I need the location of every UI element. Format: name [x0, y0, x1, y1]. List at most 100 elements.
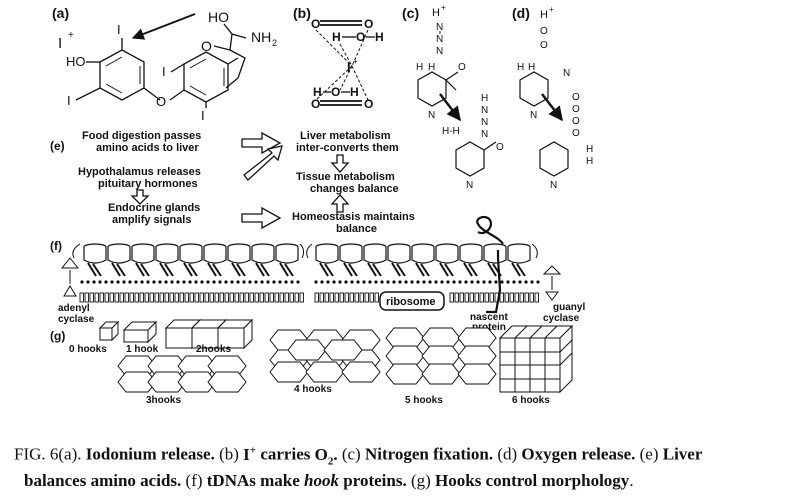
svg-text:N: N — [436, 22, 443, 33]
nucleotide-dot — [452, 280, 456, 284]
nucleotide-dot — [260, 280, 264, 284]
adenyl-label-1: adenyl — [58, 303, 90, 314]
nucleotide-dot — [320, 280, 324, 284]
caption-a: Iodonium release. — [85, 444, 215, 464]
molecule-b: O O H O H I + H O H O O — [311, 17, 384, 111]
base-tick — [144, 292, 149, 303]
guanyl-label-2: cyclase — [543, 313, 580, 324]
svg-text:N: N — [481, 117, 488, 128]
base-tick — [134, 292, 139, 303]
nucleotide-dot — [278, 280, 282, 284]
flow-food-1: Food digestion passes — [82, 130, 201, 142]
caption-f-pre: (f) — [185, 471, 203, 491]
o-top: O — [201, 38, 212, 54]
nucleotide-dot — [314, 280, 318, 284]
nucleotide-dot — [146, 280, 150, 284]
svg-text:+: + — [549, 5, 554, 14]
nucleotide-dot — [164, 280, 168, 284]
panel-label-c: (c) — [402, 5, 419, 21]
nucleotide-dot — [410, 280, 414, 284]
nucleotide-dot — [344, 280, 348, 284]
base-tick — [149, 292, 154, 303]
base-tick — [214, 292, 219, 303]
flow-hypo-1: Hypothalamus releases — [78, 166, 201, 178]
panel-label-d: (d) — [512, 5, 530, 21]
flow-liver-2: inter-converts them — [296, 142, 399, 154]
nucleotide-dot — [110, 280, 114, 284]
base-tick — [179, 292, 184, 303]
caption-g: Hooks control morphology — [435, 471, 630, 491]
base-tick — [319, 292, 324, 303]
base-tick — [354, 292, 359, 303]
nucleotide-dot — [152, 280, 156, 284]
nucleotide-dot — [434, 280, 438, 284]
nascent-label-2: protein — [472, 322, 506, 333]
caption-b-o2: O — [314, 444, 328, 464]
svg-text:N: N — [466, 180, 473, 191]
base-tick — [519, 292, 524, 303]
ribosome-box — [379, 291, 445, 311]
base-tick — [299, 292, 304, 303]
nucleotide-dot — [290, 280, 294, 284]
svg-text:I: I — [347, 60, 351, 75]
hook1-shape — [122, 320, 158, 344]
base-tick — [159, 292, 164, 303]
nucleotide-dot — [284, 280, 288, 284]
base-tick — [234, 292, 239, 303]
nucleotide-dot — [188, 280, 192, 284]
nucleotide-dot — [206, 280, 210, 284]
nucleotide-dot — [254, 280, 258, 284]
nucleotide-dot — [338, 280, 342, 284]
base-tick — [369, 292, 374, 303]
base-tick — [514, 292, 519, 303]
caption-c: Nitrogen fixation. — [364, 444, 494, 464]
guanyl-label-1: guanyl — [553, 302, 585, 313]
base-tick — [349, 292, 354, 303]
svg-text:O: O — [572, 92, 580, 103]
svg-text:N: N — [563, 68, 570, 79]
iodine-4: I — [201, 108, 205, 123]
nucleotide-dot — [182, 280, 186, 284]
svg-text:O: O — [458, 62, 466, 73]
base-tick — [504, 292, 509, 303]
svg-text:H: H — [528, 62, 535, 73]
hooks-0-label: 0 hooks — [69, 344, 107, 355]
svg-text:H: H — [428, 62, 435, 73]
flow-food-2: amino acids to liver — [96, 142, 199, 154]
base-tick — [484, 292, 489, 303]
svg-text:N: N — [436, 34, 443, 45]
nucleotide-dot — [140, 280, 144, 284]
caption-line2-a: balances amino acids. — [24, 471, 182, 491]
nucleotide-dot — [224, 280, 228, 284]
nucleotide-dot — [380, 280, 384, 284]
base-tick — [454, 292, 459, 303]
tdna-row-left — [83, 243, 299, 277]
caption-b-dot: . — [333, 444, 338, 464]
ho-ring: HO — [66, 54, 86, 69]
nucleotide-dot — [494, 280, 498, 284]
base-tick — [129, 292, 134, 303]
base-tick — [154, 292, 159, 303]
nucleotide-dot — [506, 280, 510, 284]
svg-text:H: H — [332, 30, 341, 44]
svg-text:O: O — [364, 17, 373, 31]
base-tick — [84, 292, 89, 303]
hook0-shape — [98, 320, 120, 342]
panel-label-b: (b) — [293, 5, 311, 21]
base-tick — [294, 292, 299, 303]
arrow-down-2 — [130, 189, 150, 205]
nucleotide-dot — [458, 280, 462, 284]
panel-label-f: (f) — [50, 239, 62, 253]
base-tick — [324, 292, 329, 303]
svg-text:N: N — [530, 110, 537, 121]
base-tick — [114, 292, 119, 303]
base-tick — [364, 292, 369, 303]
base-tick — [279, 292, 284, 303]
tick-row — [79, 292, 539, 303]
arrow-diag — [243, 145, 283, 181]
nucleotide-dot — [98, 280, 102, 284]
iodine-3: I — [162, 64, 166, 79]
nucleotide-dot — [422, 280, 426, 284]
hook4-shape — [269, 329, 381, 383]
svg-text:H: H — [416, 62, 423, 73]
